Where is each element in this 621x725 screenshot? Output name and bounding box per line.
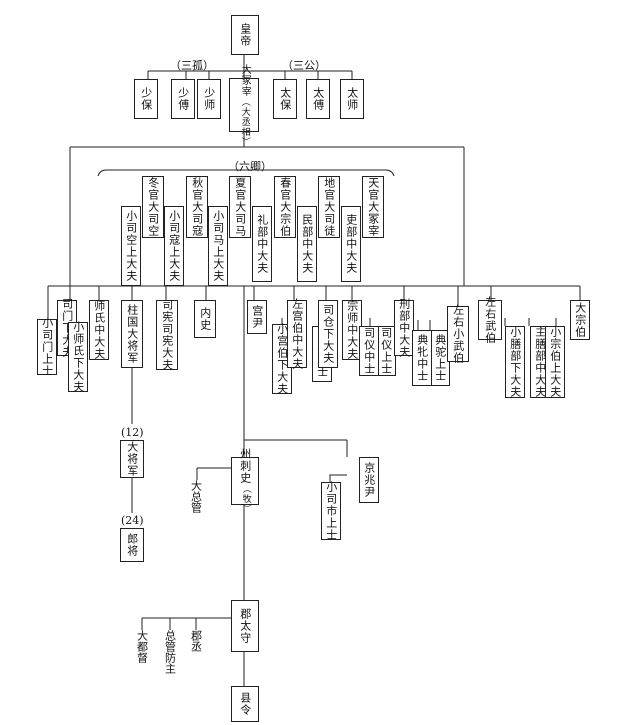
da-zhongzai-note: （大丞相）	[239, 96, 250, 147]
official-box-15: 刑部中大夫	[394, 298, 414, 358]
san-gong-box-1: 太傅	[306, 79, 330, 119]
jun-taishou-box: 郡太守	[231, 600, 259, 652]
liu-qing-box-4: 地官大司徒	[318, 176, 340, 238]
official-box-23: 大宗伯	[570, 300, 590, 340]
liu-qing-box-2: 夏官大司马	[229, 176, 251, 238]
san-gong-box-2: 太师	[340, 79, 364, 119]
zhou-cishi-box: 州刺史 （牧）	[231, 448, 259, 514]
official-box-17: 典牝中士	[412, 330, 432, 386]
liu-qing-box-1: 秋官大司寇	[186, 176, 208, 238]
zongguan-fangzhu-label: 总管防主	[163, 630, 177, 674]
official-box-6: 内史	[194, 300, 216, 338]
liu-qing-sub-box-5: 吏部中大夫	[341, 206, 361, 282]
liu-qing-box-0: 冬官大司空	[142, 176, 164, 238]
san-gu-box-0: 少保	[134, 79, 158, 119]
official-box-5: 司宪司宪大夫	[156, 299, 178, 371]
official-box-19: 左右武伯	[478, 296, 502, 344]
official-box-2: 小师氏下大夫	[68, 321, 88, 393]
xian-ling-box: 县令	[231, 686, 259, 722]
liu-qing-sub-box-0: 小司空上大夫	[121, 206, 141, 286]
zhou-cishi-note: （牧）	[240, 484, 251, 514]
da-zongguan-label: 大总管	[189, 480, 203, 513]
san-gong-box-0: 太保	[273, 79, 297, 119]
da-zhongzai-title: 大冢宰	[239, 63, 251, 97]
emperor-box: 皇帝	[231, 15, 259, 55]
official-box-13: 司仪上士	[376, 326, 396, 376]
da-zhongzai-box: 大冢宰 （大丞相）	[229, 64, 259, 147]
count-12-label: (12)	[121, 426, 144, 439]
da-dudu-label: 大都督	[135, 630, 149, 663]
lang-jiang-box: 郎将	[120, 528, 144, 562]
jingzhao-yin-box: 京兆尹	[359, 457, 379, 503]
count-24-label: (24)	[121, 514, 144, 527]
liu-qing-sub-box-4: 民部中大夫	[297, 206, 317, 282]
san-gong-label: （三公）	[282, 59, 326, 72]
official-box-18: 左右小武伯	[447, 304, 469, 364]
liu-qing-sub-box-2: 小司马上大夫	[208, 206, 228, 286]
da-jiangjun-box: 大将军	[120, 440, 144, 478]
san-gu-label: （三孤）	[170, 59, 214, 72]
official-box-12: 宗师中大夫	[342, 300, 362, 360]
san-gu-box-2: 少师	[197, 79, 221, 119]
official-box-3: 师氏中大夫	[89, 300, 109, 360]
official-box-4: 柱国大将军	[121, 300, 143, 368]
official-box-22: 小宗伯上大夫	[545, 326, 565, 398]
liu-qing-box-3: 春官大宗伯	[274, 176, 296, 238]
zhou-cishi-title: 州刺史	[238, 448, 252, 484]
official-box-9: 左宫伯中大夫	[287, 298, 307, 370]
official-box-14: 司仪中士	[359, 326, 379, 376]
official-box-11: 司仓下大夫	[318, 300, 338, 368]
official-box-20: 小膳部下大夫	[505, 326, 525, 398]
official-box-7: 宫尹	[247, 300, 267, 334]
liu-qing-sub-box-3: 礼部中大夫	[252, 206, 272, 282]
jun-cheng-label: 郡丞	[189, 630, 203, 652]
official-box-0: 小司门上士	[37, 317, 57, 377]
liu-qing-sub-box-1: 小司寇上大夫	[164, 206, 184, 286]
xiao-sishi-box: 小司市上士	[321, 481, 341, 541]
liu-qing-box-5: 天官大冢宰	[362, 176, 384, 238]
san-gu-box-1: 少傅	[171, 79, 195, 119]
liu-qing-label: （六卿）	[228, 160, 272, 173]
